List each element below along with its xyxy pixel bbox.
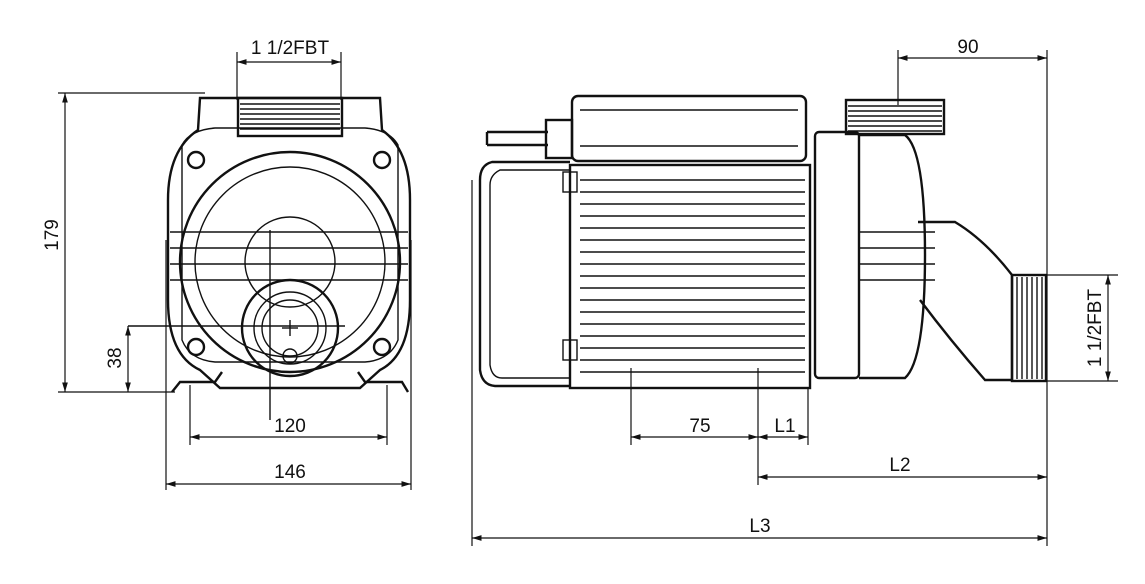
inlet-thread [236,96,344,138]
l2-label: L2 [889,455,910,476]
pump-flange [813,130,861,380]
top-port-offset-label: 90 [957,37,978,58]
height-label: 179 [42,219,63,251]
front-dimensions: 1 1/2FBT 179 38 120 146 [42,38,412,490]
motor-end-cap [478,160,570,388]
inlet-height-label: 38 [105,347,126,368]
bolt-holes [186,150,392,357]
pump-housing-front [166,96,412,390]
base-feet [171,371,410,393]
front-view [128,96,412,420]
inlet-size-label: 1 1/2FBT [251,38,330,59]
l3-label: L3 [749,516,770,537]
side-view [478,94,1048,390]
power-cable [485,130,548,147]
outlet-elbow [918,220,1014,382]
motor-body [568,163,812,390]
volute-circle [178,150,402,374]
foot-spacing-label: 120 [274,416,306,437]
side-dimensions: 90 1 1/2FBT 75 L1 L2 L3 [471,37,1118,546]
cable-gland [544,118,574,160]
outlet-thread [1010,273,1048,383]
width-label: 146 [274,462,306,483]
volute [859,133,927,380]
foot-length-label: 75 [689,416,710,437]
outlet-size-label: 1 1/2FBT [1085,289,1106,368]
terminal-box [570,94,808,163]
l1-label: L1 [774,416,795,437]
top-port-thread [844,98,946,136]
inlet-port [240,278,340,378]
